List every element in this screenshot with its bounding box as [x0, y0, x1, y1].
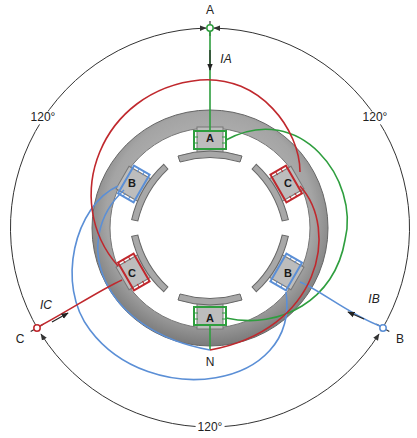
pole-name: B	[284, 267, 292, 279]
phase-c-wire	[40, 80, 319, 350]
phase-a-wire	[210, 31, 347, 350]
pole-b-right	[251, 233, 313, 306]
terminal-name: C	[16, 333, 25, 346]
neutral-name: N	[206, 356, 215, 369]
current-name: IB	[368, 293, 379, 306]
current-name: IC	[40, 299, 52, 312]
current-name: IA	[220, 53, 231, 66]
angle-dimension: 120°	[361, 111, 390, 124]
pole-c-left	[107, 233, 169, 306]
pole-name: A	[206, 132, 214, 144]
pole-c-right	[251, 150, 313, 223]
pole-name: C	[128, 267, 136, 279]
pole-name: A	[206, 312, 214, 324]
pole-name: B	[128, 177, 136, 189]
dimension-ticks	[31, 21, 390, 332]
pole-name: C	[284, 177, 292, 189]
terminal-name: B	[396, 333, 404, 346]
terminal-name: A	[206, 4, 214, 17]
pole-a-bottom	[178, 294, 242, 329]
pole-a-top	[178, 127, 242, 162]
phase-b-wire	[72, 186, 380, 380]
angle-dimension: 120°	[196, 421, 225, 434]
dimension-arcs	[10, 28, 409, 427]
terminals	[34, 25, 386, 331]
angle-dimension: 120°	[29, 111, 58, 124]
current-arrows	[52, 50, 364, 322]
